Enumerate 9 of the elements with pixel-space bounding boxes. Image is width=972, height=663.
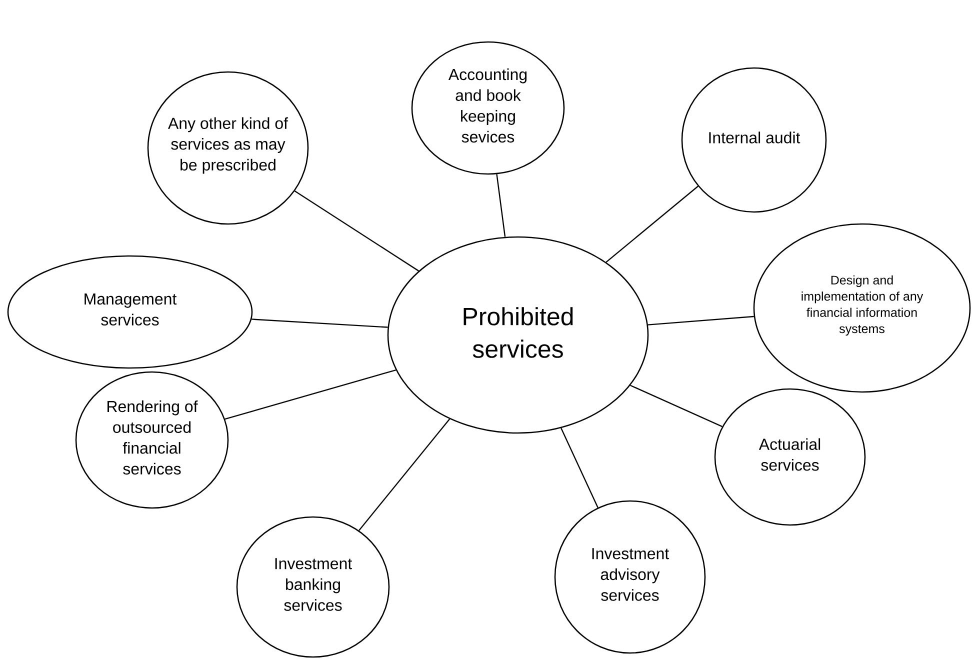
connector-line bbox=[606, 186, 698, 263]
connector-line bbox=[224, 369, 396, 420]
connector-line bbox=[294, 190, 419, 272]
connector-line bbox=[648, 316, 754, 326]
connector-line bbox=[358, 418, 450, 531]
connector-line bbox=[496, 174, 506, 237]
connector-line bbox=[252, 318, 388, 328]
connector-line bbox=[630, 384, 722, 428]
connector-line bbox=[560, 428, 598, 508]
